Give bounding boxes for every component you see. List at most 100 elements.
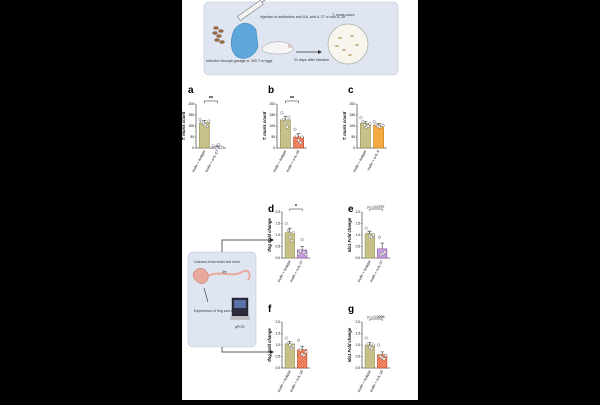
figure-panel: Infection through gavage w. 300 T.m eggs… <box>181 0 418 400</box>
data-point <box>383 250 387 254</box>
data-point <box>372 120 376 124</box>
y-tick-label: 200 <box>189 102 195 106</box>
y-tick-label: 150 <box>270 113 276 117</box>
y-tick-label: 1.0 <box>275 233 280 237</box>
qpcr-label: qPCR <box>235 325 245 329</box>
panel-letter-c: c <box>348 85 354 96</box>
x-tick-label: Inulin + α-IL-27 <box>369 260 384 283</box>
data-point <box>291 231 295 235</box>
bar-treatment <box>293 136 304 149</box>
panel-letter-g: g <box>348 304 354 315</box>
y-tick-label: 1.5 <box>275 332 280 336</box>
y-tick-label: 200 <box>270 102 276 106</box>
data-point <box>300 135 304 139</box>
left-schematic: Caecum from inulin-fed mice ✂ Expression… <box>187 251 257 348</box>
x-tick-label: Inulin + α-IL-27 <box>289 260 304 283</box>
data-point <box>215 146 219 150</box>
data-point <box>207 119 211 123</box>
y-tick-label: 100 <box>270 124 276 128</box>
data-point <box>293 127 297 131</box>
y-tick-label: 50 <box>190 135 194 139</box>
y-tick-label: 1.5 <box>355 332 360 336</box>
data-point <box>217 143 221 147</box>
expression-text: Expression of Ifng and Ido-1 <box>194 309 239 313</box>
data-point <box>211 144 215 148</box>
y-tick-label: 100 <box>189 124 195 128</box>
data-point <box>298 348 302 352</box>
panel-letter-a: a <box>188 85 194 96</box>
data-point <box>297 138 301 142</box>
y-tick-label: 2.0 <box>355 320 360 324</box>
y-tick-label: 100 <box>350 124 356 128</box>
y-axis-label: Ifng Fold change <box>267 328 272 362</box>
data-point <box>286 341 290 345</box>
mouse-icon <box>261 41 294 55</box>
y-tick-label: 50 <box>271 135 275 139</box>
panel-letter-b: b <box>268 85 274 96</box>
data-point <box>198 117 202 121</box>
data-point <box>290 346 294 350</box>
y-tick-label: 1.0 <box>355 233 360 237</box>
data-point <box>298 249 302 253</box>
connector-arrows <box>221 239 270 353</box>
data-point <box>284 221 288 225</box>
y-tick-label: 0 <box>192 146 194 150</box>
eggs-icon <box>212 26 225 44</box>
data-point <box>370 346 374 350</box>
y-tick-label: 1.5 <box>355 222 360 226</box>
data-point <box>384 353 388 357</box>
y-axis-label: Ido1 Fold change <box>347 327 352 362</box>
data-point <box>282 117 286 121</box>
y-tick-label: 1.0 <box>355 343 360 347</box>
syringe-icon <box>237 0 266 21</box>
y-tick-label: 0 <box>353 146 355 150</box>
y-tick-label: 0.5 <box>275 245 280 249</box>
data-point <box>381 124 385 128</box>
bar-treatment <box>373 124 384 149</box>
data-point <box>287 115 291 119</box>
gloved-hand-icon <box>231 23 259 59</box>
y-axis-label: T. muris count <box>262 111 267 140</box>
data-point <box>283 121 287 125</box>
y-tick-label: 0.5 <box>275 355 280 359</box>
panel-letter-d: d <box>268 204 274 215</box>
x-tick-label: Inulin + α-IL-18 <box>369 370 384 393</box>
y-axis-label: Ifng Fold change <box>267 218 272 252</box>
panel-letter-e: e <box>348 204 354 215</box>
y-tick-label: 0.5 <box>355 245 360 249</box>
y-tick-label: 2.0 <box>275 210 280 214</box>
injection-text: Injection of antibodies anti-IL6, anti-I… <box>260 15 345 19</box>
x-tick-label: Inulin + α-IL-18 <box>289 370 304 393</box>
x-tick-label: Inulin + α-IL-27 <box>205 150 220 173</box>
schematic-down-arrow <box>203 287 209 303</box>
top-schematic: Infection through gavage w. 300 T.m eggs… <box>203 0 399 76</box>
result-text: T. muris count <box>332 13 354 17</box>
x-tick-label: Inulin + Isotype <box>352 150 367 173</box>
data-point <box>302 353 306 357</box>
y-tick-label: 0.0 <box>355 366 360 370</box>
y-tick-label: 2.0 <box>355 210 360 214</box>
data-point <box>295 134 299 138</box>
y-axis-label: T. muris count <box>342 111 347 140</box>
data-point <box>382 357 386 361</box>
y-tick-label: 50 <box>351 135 355 139</box>
infection-text: Infection through gavage w. 300 T.m eggs <box>206 59 273 63</box>
figure-svg: Infection through gavage w. 300 T.m eggs… <box>181 0 399 393</box>
data-point <box>364 226 368 230</box>
data-point <box>370 235 374 239</box>
x-tick-label: Inulin + Isotype <box>191 150 206 173</box>
y-axis-label: Ido1 Fold change <box>347 217 352 252</box>
data-point <box>205 124 209 128</box>
data-point <box>291 344 295 348</box>
x-tick-label: Inulin + Isotype <box>272 150 287 173</box>
data-point <box>300 238 304 242</box>
data-point <box>374 122 378 126</box>
data-point <box>286 228 290 232</box>
y-tick-label: 1.0 <box>275 343 280 347</box>
y-tick-label: 0.0 <box>275 366 280 370</box>
